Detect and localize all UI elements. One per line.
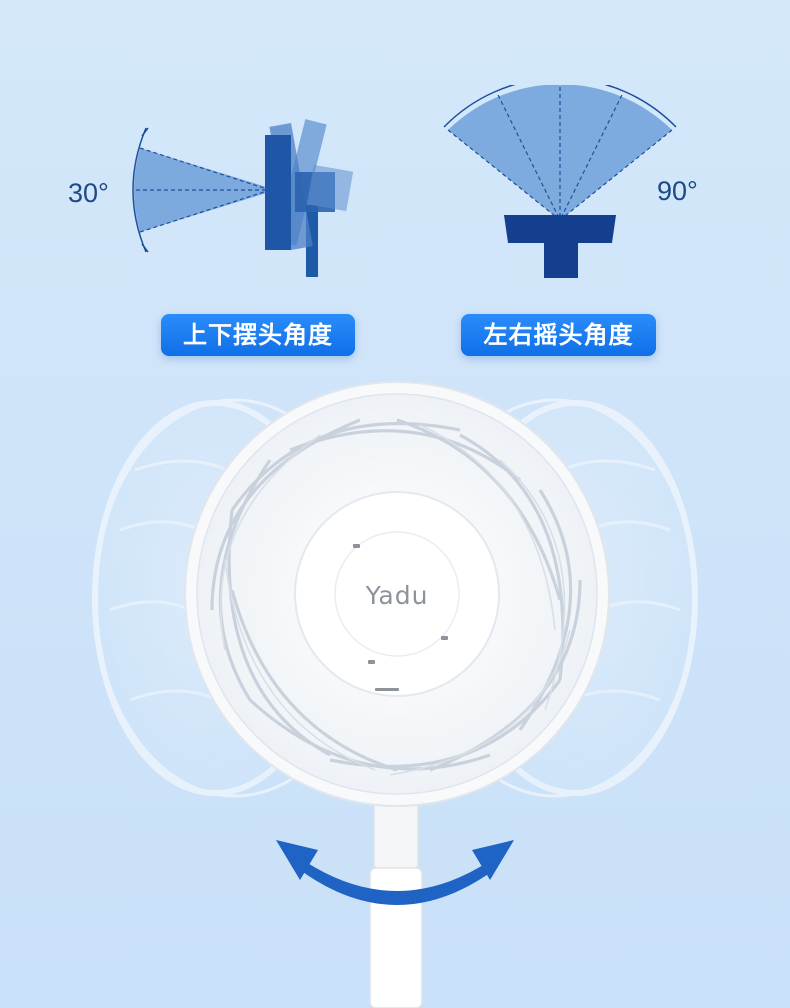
tilt-angle-diagram-icon — [132, 119, 354, 277]
tilt-angle-value: 30° — [68, 178, 109, 208]
swing-angle-value: 90° — [657, 176, 698, 206]
brand-logo: Yadu — [365, 581, 429, 610]
swing-angle-diagram-icon — [443, 85, 677, 278]
swing-angle-label: 左右摇头角度 — [461, 314, 656, 356]
rotate-arrow-icon — [276, 840, 514, 905]
fan-illustration: Yadu — [92, 381, 698, 1008]
tilt-angle-label: 上下摆头角度 — [161, 314, 355, 356]
